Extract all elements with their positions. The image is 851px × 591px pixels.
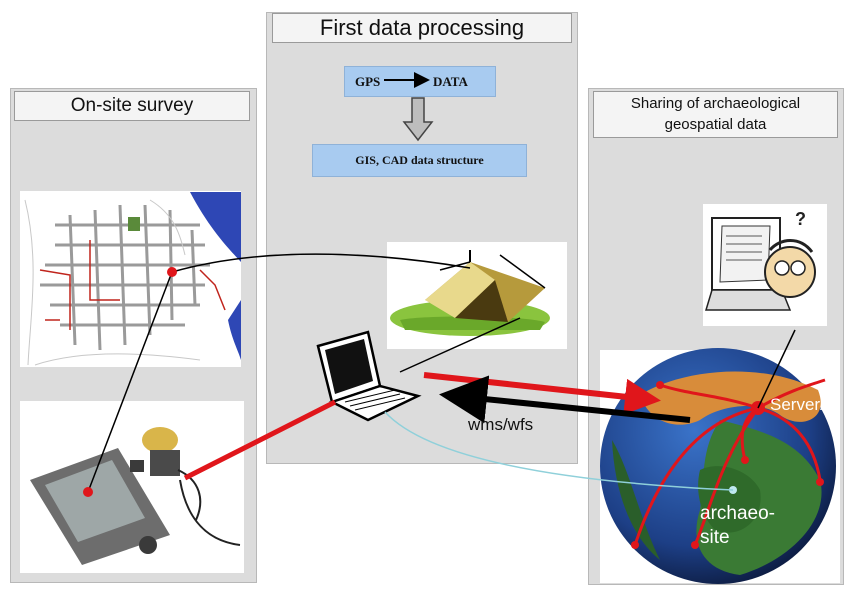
device-node bbox=[83, 487, 93, 497]
sharing-title: Sharing of archaeological geospatial dat… bbox=[593, 91, 838, 138]
user-to-server-link bbox=[757, 329, 796, 409]
computer-user-graphic: ? bbox=[704, 209, 816, 311]
map-node bbox=[167, 267, 177, 277]
wms-wfs-label: wms/wfs bbox=[468, 415, 534, 434]
data-label: DATA bbox=[433, 74, 468, 89]
map-to-tent-link bbox=[171, 253, 471, 273]
gis-cad-box: GIS, CAD data structure bbox=[312, 144, 527, 177]
processing-title: First data processing bbox=[272, 13, 572, 43]
laptop-graphic bbox=[316, 330, 422, 422]
tent-graphic bbox=[390, 250, 550, 336]
sharing-title-text: Sharing of archaeological geospatial dat… bbox=[630, 95, 801, 133]
onsite-title: On-site survey bbox=[14, 91, 250, 121]
survey-map-drawing bbox=[24, 192, 241, 366]
server-label: Server/s bbox=[770, 395, 834, 414]
processing-title-text: First data processing bbox=[319, 15, 525, 40]
archaeo-site-label: archaeo- site bbox=[700, 503, 775, 548]
server-to-laptop-arrow bbox=[439, 375, 691, 424]
laptop-to-site-link bbox=[384, 411, 734, 491]
gis-cad-label: GIS, CAD data structure bbox=[355, 153, 484, 167]
device-to-laptop-link bbox=[183, 399, 337, 481]
gps-label: GPS bbox=[355, 74, 381, 89]
map-to-device-link bbox=[87, 271, 173, 493]
onsite-title-text: On-site survey bbox=[70, 95, 194, 116]
gps-device bbox=[30, 427, 241, 565]
down-arrow bbox=[402, 97, 434, 142]
tent-to-laptop-link bbox=[399, 317, 521, 373]
svg-text:?: ? bbox=[795, 209, 806, 229]
